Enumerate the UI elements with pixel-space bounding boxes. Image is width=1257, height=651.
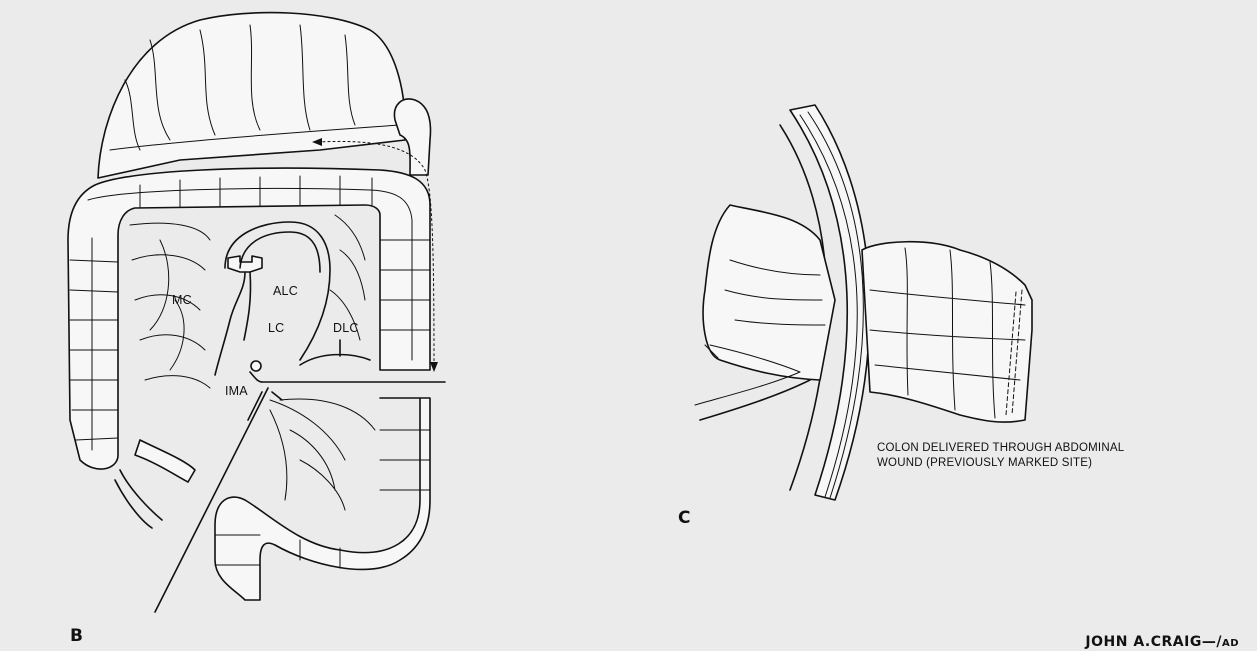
label-ima: IMA <box>225 384 248 398</box>
panel-letter-b: B <box>70 626 83 646</box>
middle-colic-stump <box>228 256 262 272</box>
signature-suffix: AD <box>1222 638 1239 649</box>
panel-letter-c: C <box>678 508 690 528</box>
label-alc: ALC <box>273 284 298 298</box>
caption-line-2: WOUND (PREVIOUSLY MARKED SITE) <box>877 456 1124 471</box>
panel-c-caption: COLON DELIVERED THROUGH ABDOMINAL WOUND … <box>877 441 1124 471</box>
artist-signature: JOHN A.CRAIG—/AD <box>1085 634 1239 650</box>
sigmoid-mesentery <box>270 399 375 510</box>
arrow-head-down <box>430 362 438 372</box>
mesenteric-arcades <box>130 215 365 388</box>
terminal-ileum <box>135 440 195 482</box>
inner-bowel <box>703 205 835 380</box>
label-mc: MC <box>172 293 192 307</box>
ima-origin-node <box>251 361 261 371</box>
middle-colic-vessel <box>215 272 251 375</box>
label-dlc: DLC <box>333 321 359 335</box>
label-lc: LC <box>268 321 284 335</box>
signature-name: JOHN A.CRAIG <box>1085 634 1201 650</box>
caption-line-1: COLON DELIVERED THROUGH ABDOMINAL <box>877 441 1124 456</box>
